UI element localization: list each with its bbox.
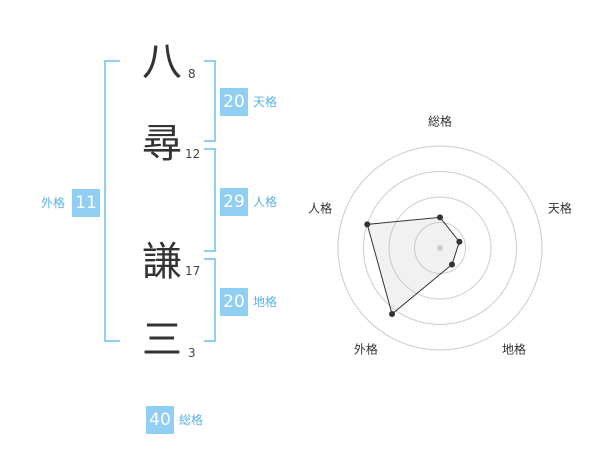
radar-axis-label-3: 地格	[502, 341, 526, 356]
chikaku-value: 20	[220, 288, 248, 316]
tenkaku-value: 20	[220, 88, 248, 116]
soukaku-label: 総格	[179, 413, 204, 427]
name-char-3: 謙	[142, 239, 182, 285]
radar-point-2	[456, 238, 463, 245]
chikaku-label: 地格	[253, 295, 278, 309]
radar-ring-4	[337, 145, 543, 351]
jinkaku-value: 29	[220, 188, 248, 216]
jinkaku-label: 人格	[253, 195, 278, 209]
radar-point-1	[437, 214, 443, 221]
radar-ring-3	[363, 171, 517, 325]
radar-point-5	[364, 221, 371, 228]
stroke-count-4: 3	[188, 346, 196, 360]
gaikaku-bracket	[104, 60, 120, 342]
chikaku-bracket	[204, 258, 216, 342]
radar-ring-1	[414, 222, 466, 274]
gaikaku-label: 外格	[41, 196, 66, 210]
radar-point-4	[389, 311, 396, 318]
soukaku-value: 40	[146, 406, 174, 434]
radar-axis-label-5: 人格	[308, 201, 332, 216]
radar-axis-label-2: 天格	[548, 201, 572, 216]
name-char-2: 尋	[142, 121, 182, 167]
radar-ring-2	[388, 196, 492, 300]
radar-axis-label-4: 外格	[354, 341, 378, 356]
stroke-count-3: 17	[185, 264, 201, 278]
radar-point-3	[448, 261, 455, 268]
tenkaku-label: 天格	[253, 95, 278, 109]
stroke-count-1: 8	[188, 67, 196, 81]
tenkaku-bracket	[204, 60, 216, 142]
stroke-count-2: 12	[185, 147, 201, 161]
name-char-1: 八	[142, 39, 182, 85]
radar-polygon	[366, 216, 460, 315]
radar-axis-label-1: 総格	[428, 114, 452, 129]
jinkaku-bracket	[204, 148, 216, 252]
gaikaku-value: 11	[72, 189, 100, 217]
radar-center-point	[437, 245, 443, 251]
name-char-4: 三	[142, 317, 182, 363]
